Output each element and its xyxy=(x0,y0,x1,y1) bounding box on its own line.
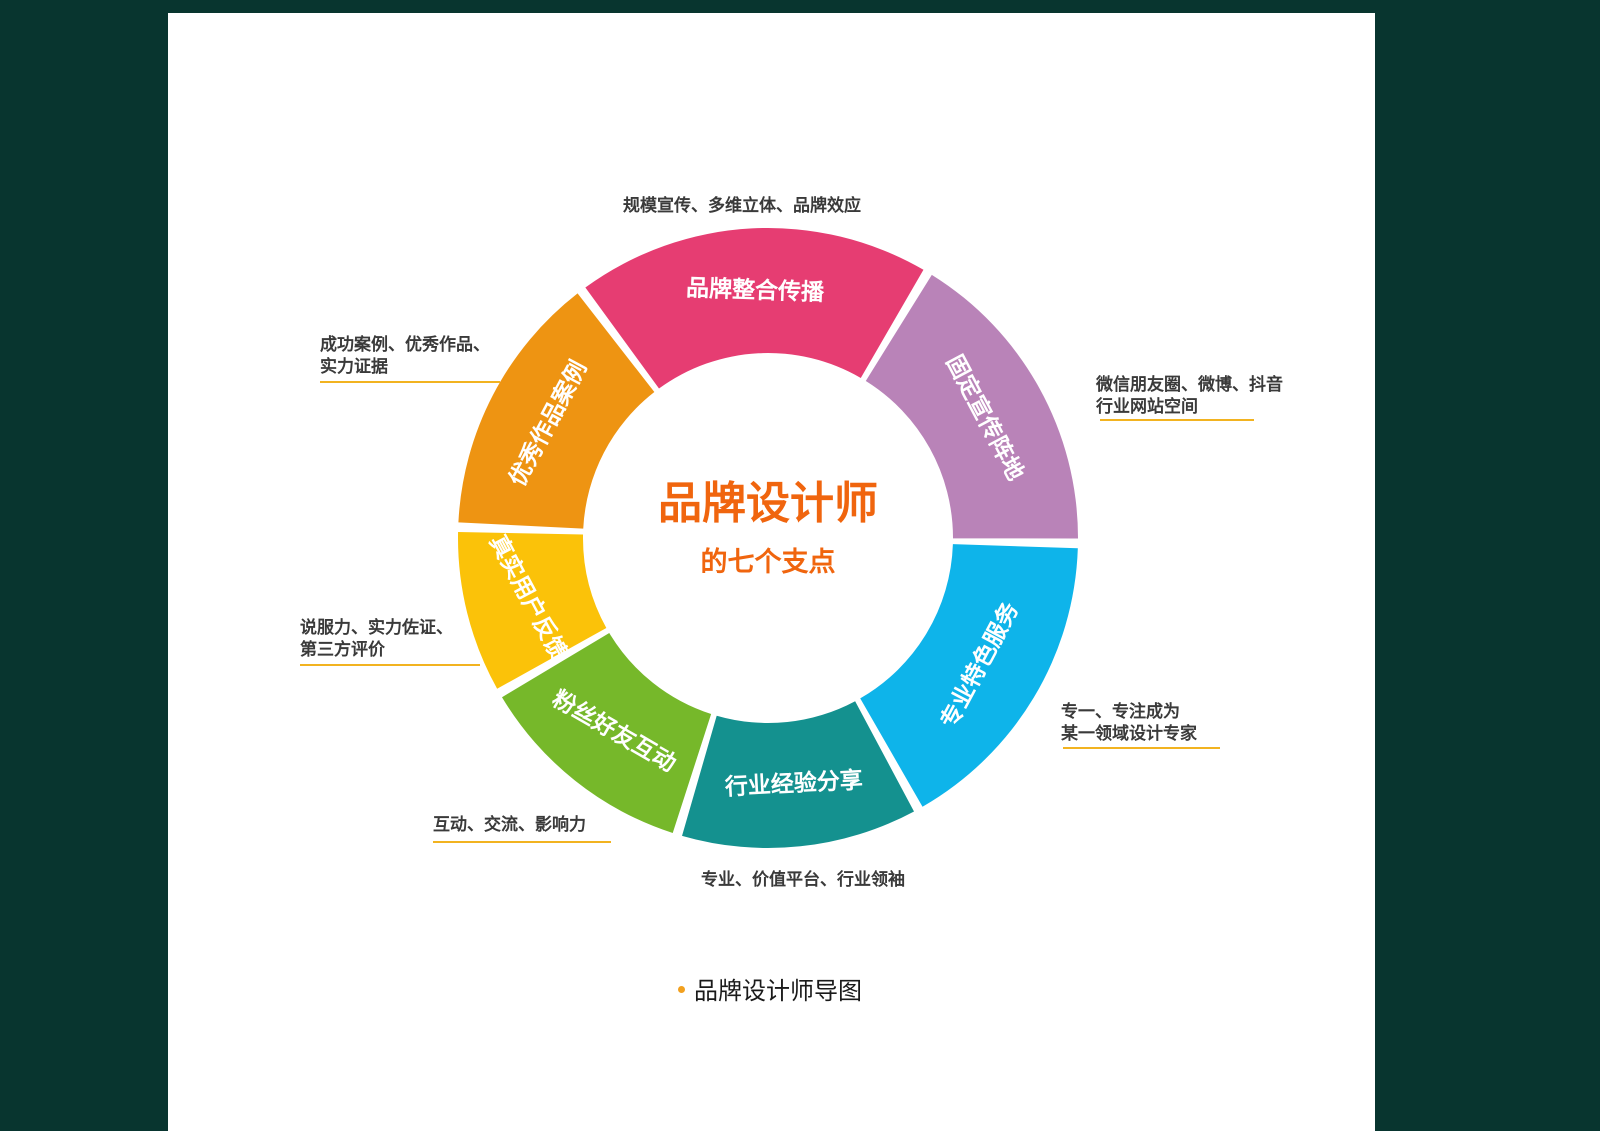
note-underline xyxy=(1063,747,1220,749)
segment-industry-sharing xyxy=(682,701,915,848)
diagram-caption: 品牌设计师导图 xyxy=(678,971,862,1006)
segment-label-brand-integration: 品牌整合传播 xyxy=(686,274,826,306)
segment-brand-integration xyxy=(585,227,924,389)
segment-special-service xyxy=(860,544,1078,807)
center-subtitle: 的七个支点 xyxy=(701,546,836,578)
note-industry-sharing: 专业、价值平台、行业领袖 xyxy=(701,870,905,890)
brand-wheel: 品牌整合传播固定宣传阵地专业特色服务行业经验分享粉丝好友互动真实用户反馈优秀作品… xyxy=(458,227,1078,848)
note-underline xyxy=(1100,419,1254,421)
segment-user-feedback xyxy=(458,532,607,689)
center-title: 品牌设计师 xyxy=(658,478,878,529)
segment-fan-interaction xyxy=(501,633,712,833)
note-fan-interaction: 互动、交流、影响力 xyxy=(433,815,586,835)
segment-fixed-channels xyxy=(865,274,1078,539)
note-underline xyxy=(300,664,480,666)
note-brand-integration: 规模宣传、多维立体、品牌效应 xyxy=(623,196,861,216)
note-special-service: 专一、专注成为 某一领域设计专家 xyxy=(1061,702,1197,744)
note-fixed-channels: 微信朋友圈、微博、抖音 行业网站空间 xyxy=(1096,375,1283,417)
segment-portfolio xyxy=(458,293,655,529)
note-underline xyxy=(433,841,611,843)
bullet-dot-icon xyxy=(678,985,685,993)
note-underline xyxy=(320,381,500,383)
note-user-feedback: 说服力、实力佐证、 第三方评价 xyxy=(300,618,453,660)
diagram-card: 品牌整合传播固定宣传阵地专业特色服务行业经验分享粉丝好友互动真实用户反馈优秀作品… xyxy=(168,13,1375,1131)
note-portfolio: 成功案例、优秀作品、 实力证据 xyxy=(320,335,490,377)
